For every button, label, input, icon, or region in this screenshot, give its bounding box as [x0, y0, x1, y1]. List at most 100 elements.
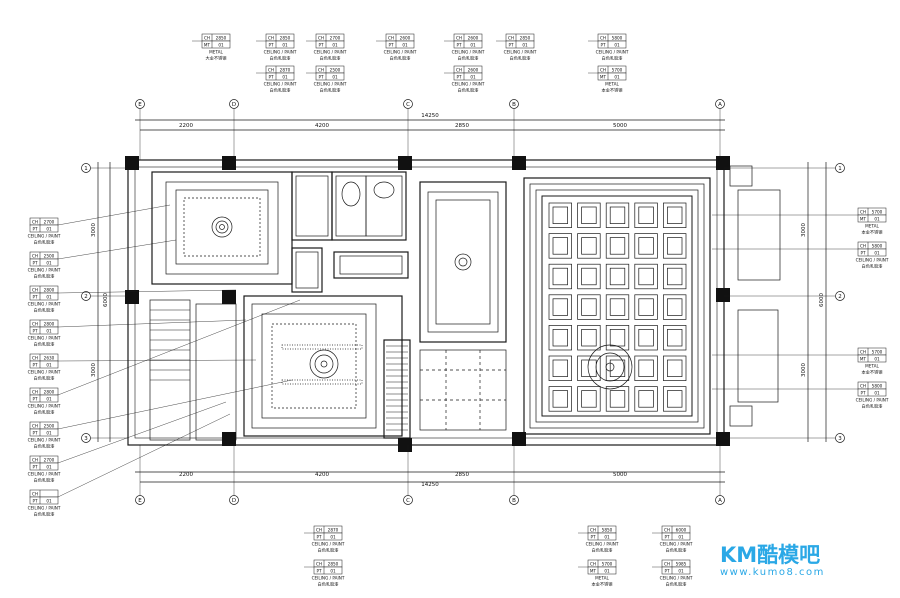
tag-code: CH: [32, 389, 38, 394]
coffer-cell: [577, 263, 601, 290]
coffer-cell: [577, 386, 601, 412]
coffer-cell: [548, 325, 572, 351]
tag-note: 本金不锈钢: [602, 87, 623, 94]
tag-desc: METAL: [605, 82, 619, 87]
tag-type: PT: [316, 568, 322, 573]
tag-type: PT: [268, 42, 274, 47]
coffer-cell: [605, 355, 630, 381]
tag-code: CH: [32, 253, 38, 258]
tag-value: 5800: [612, 35, 623, 40]
coffer-cell: [663, 294, 687, 320]
tag-type: PT: [32, 260, 38, 265]
grid-bubble-top-C: C: [403, 99, 413, 109]
dim-left-1: 3000: [91, 223, 97, 237]
coffer-inner: [609, 359, 626, 377]
tag-type: PT: [32, 464, 38, 469]
tag-note: 白色乳胶漆: [318, 547, 339, 554]
tag-desc: CEILING / PAINT: [856, 398, 889, 403]
dim-bottom-2: 4200: [315, 472, 329, 478]
tag-note: 白色乳胶漆: [458, 55, 479, 62]
tag-note: 白色乳胶漆: [34, 239, 55, 246]
coffer-cell: [605, 202, 630, 228]
coffer-cell: [605, 233, 630, 259]
tag-code: CH: [204, 35, 210, 40]
dim-top-2: 4200: [315, 123, 329, 129]
tag-value: 2600: [400, 35, 411, 40]
tag-num: 01: [46, 260, 52, 265]
coffer-inner: [552, 390, 568, 408]
tag-note: 大金不锈钢: [206, 55, 227, 62]
tag-num: 01: [614, 74, 620, 79]
grid-bubble-bottom-C: C: [403, 495, 413, 505]
tag-code: CH: [316, 527, 322, 532]
tag-desc: CEILING / PAINT: [28, 472, 61, 477]
tag-type: PT: [456, 42, 462, 47]
tag-num: 01: [874, 390, 880, 395]
tag-num: 01: [330, 568, 336, 573]
grid-bubble-right-1: 1: [835, 163, 845, 173]
tag-value: 2800: [44, 389, 55, 394]
tag-desc: CEILING / PAINT: [384, 50, 417, 55]
tag-value: 6000: [676, 527, 687, 532]
tag-desc: CEILING / PAINT: [312, 542, 345, 547]
tag-value: 2500: [44, 423, 55, 428]
tag-num: 01: [332, 74, 338, 79]
tag-desc: CEILING / PAINT: [586, 542, 619, 547]
coffer-cell: [548, 263, 572, 290]
tag-code: CH: [456, 35, 462, 40]
dim-top-total: 14250: [421, 113, 439, 119]
tag-num: 01: [874, 250, 880, 255]
coffer-cell: [577, 325, 601, 351]
tag-code: CH: [32, 457, 38, 462]
grid-bubble-left-2-label: 2: [84, 294, 88, 300]
coffer-inner: [609, 298, 626, 316]
tag-type: PT: [456, 74, 462, 79]
grid-bubble-top-D: D: [229, 99, 239, 109]
tag-value: 5700: [602, 561, 613, 566]
tag-note: 白色乳胶漆: [34, 443, 55, 450]
coffer-inner: [638, 390, 654, 408]
tag-num: 01: [46, 362, 52, 367]
tag-type: PT: [32, 226, 38, 231]
tag-num: 01: [332, 42, 338, 47]
coffer-cell: [577, 355, 601, 381]
tag-type: PT: [316, 534, 322, 539]
coffer-grid: [548, 202, 687, 412]
coffer-cell: [663, 202, 687, 228]
dim-bottom-1: 2200: [179, 472, 193, 478]
tag-type: MT: [590, 568, 597, 573]
coffer-inner: [581, 206, 597, 224]
tag-code: CH: [590, 561, 596, 566]
grid-bubble-left-1-label: 1: [84, 166, 88, 172]
tag-note: 白色乳胶漆: [510, 55, 531, 62]
tag-desc: METAL: [865, 364, 879, 369]
coffer-inner: [581, 298, 597, 316]
coffer-inner: [552, 329, 568, 347]
tag-value: 2600: [468, 67, 479, 72]
coffer-inner: [638, 298, 654, 316]
coffer-inner: [667, 267, 683, 286]
tag-value: 5700: [612, 67, 623, 72]
tag-code: CH: [600, 67, 606, 72]
tag-desc: CEILING / PAINT: [596, 50, 629, 55]
tag-code: CH: [388, 35, 394, 40]
dim-top-4: 5000: [613, 123, 627, 129]
coffer-cell: [663, 233, 687, 259]
grid-bubble-top-D-label: D: [232, 102, 236, 108]
tag-type: PT: [860, 250, 866, 255]
tag-desc: CEILING / PAINT: [28, 302, 61, 307]
coffer-cell: [634, 294, 658, 320]
dim-bottom-3: 2850: [455, 472, 469, 478]
tag-value: 2700: [330, 35, 341, 40]
tag-value: 2850: [216, 35, 227, 40]
